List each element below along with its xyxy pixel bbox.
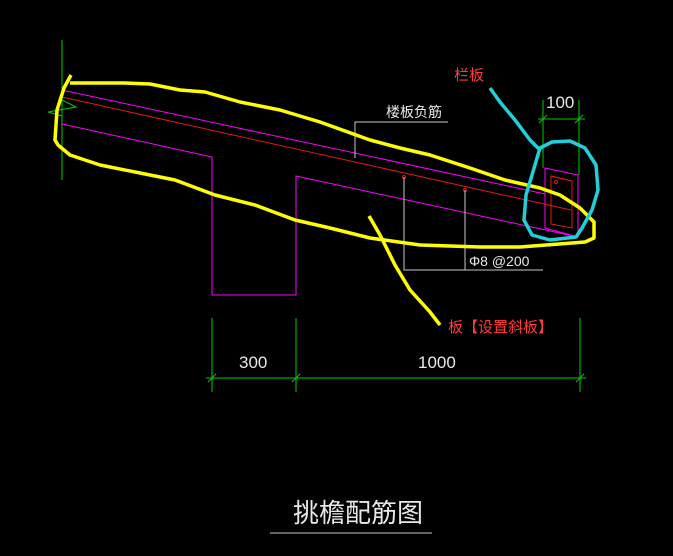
parapet-leader-stroke [488,86,542,152]
rebar-label: 楼板负筋 [386,104,442,120]
leader-lines [354,121,543,271]
parapet-annotation: 栏板 [454,66,484,84]
rebar-spec: Φ8 @200 [469,253,530,269]
dimension-300: 300 [239,353,267,372]
slab-annotation: 板【设置斜板】 [448,318,553,336]
drawing-title: 挑檐配筋图 [293,498,423,528]
dimension-100: 100 [546,93,574,112]
dimension-1000: 1000 [418,353,456,372]
rebar [61,96,573,229]
dimension-lines [206,100,586,392]
parapet-highlight [522,139,600,242]
slab-highlight [53,74,596,249]
slab-leader-stroke [367,215,442,327]
